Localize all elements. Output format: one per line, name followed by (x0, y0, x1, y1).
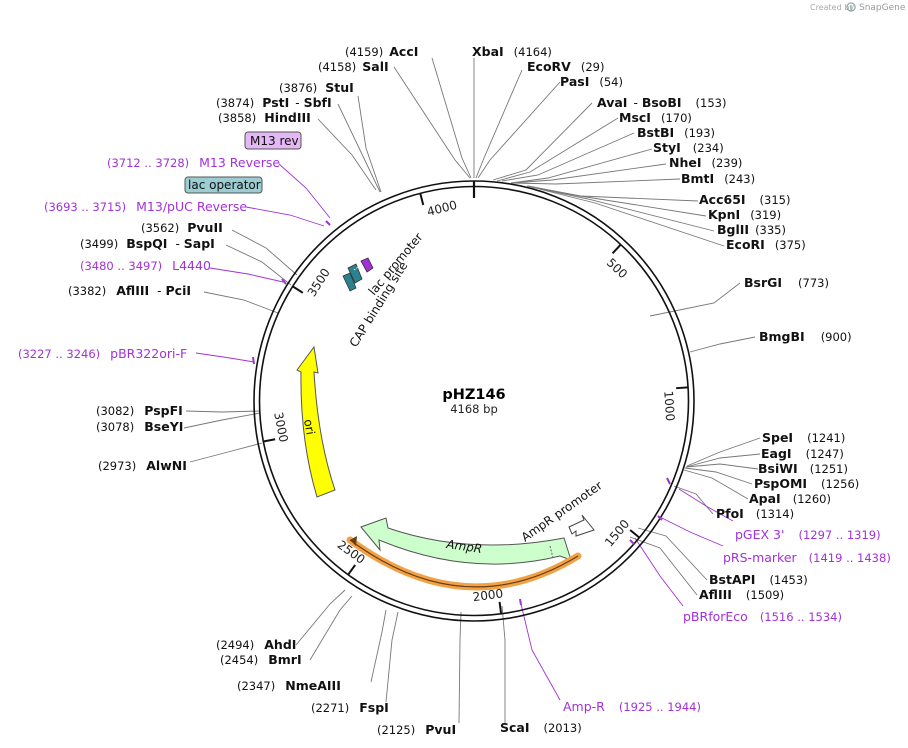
site-hindIII[interactable]: (3858)HindIII (218, 110, 311, 125)
ruler-label-4000: 4000 (425, 198, 458, 219)
site-bglII[interactable]: BglII(335) (717, 222, 786, 237)
snapgene-logo-icon (846, 2, 856, 12)
ampr-label: AmpR (445, 537, 483, 556)
primer-pbrforeco[interactable]: pBRforEco(1516 .. 1534) (683, 609, 842, 624)
site-mscI[interactable]: MscI(170) (619, 110, 692, 125)
ori-label: ori (301, 418, 317, 436)
ruler-tick-2500 (347, 564, 356, 576)
site-kpnI[interactable]: KpnI(319) (708, 207, 781, 222)
site-ahdI[interactable]: (2494)AhdI (216, 637, 296, 652)
ampr-promoter-label: AmpR promoter (519, 478, 605, 544)
site-aflIII-pciI[interactable]: (3382)AflIII-PciI (68, 283, 191, 298)
plasmid-name: pHZ146 (442, 387, 505, 403)
ruler-label-3500: 3500 (305, 266, 333, 299)
site-bstAPI[interactable]: BstAPI(1453) (709, 572, 808, 587)
ruler-label-3000: 3000 (271, 411, 291, 444)
ruler-tick-3000 (263, 438, 276, 443)
site-pvuI[interactable]: (2125)PvuI (377, 722, 456, 737)
site-pfoI[interactable]: PfoI(1314) (716, 506, 794, 521)
site-bstBI[interactable]: BstBI(193) (637, 125, 715, 140)
lac-operator-box[interactable]: lac operator (184, 176, 263, 194)
ori-feature-arrow[interactable] (296, 345, 336, 498)
ruler-label-1000: 1000 (661, 390, 677, 421)
ruler-tick-3500 (292, 285, 304, 294)
site-fspI[interactable]: (2271)FspI (311, 700, 389, 715)
site-speI[interactable]: SpeI(1241) (762, 430, 845, 445)
primer-pbr322ori-f[interactable]: (3227 .. 3246)pBR322ori-F (18, 346, 187, 361)
site-ecoRI[interactable]: EcoRI(375) (726, 237, 806, 252)
ampr-promoter-arrow[interactable] (568, 514, 595, 537)
site-bsrGI[interactable]: BsrGI(773) (744, 275, 829, 290)
primer-l4440[interactable]: (3480 .. 3497)L4440 (80, 258, 211, 273)
site-pvuII[interactable]: (3562)PvuII (141, 220, 223, 235)
site-pspOMI[interactable]: PspOMI(1256) (754, 476, 859, 491)
credit-prefix: Created by (810, 3, 854, 12)
site-pspFI[interactable]: (3082)PspFI (96, 403, 183, 418)
site-bseYI[interactable]: (3078)BseYI (96, 419, 183, 434)
ruler-label-500: 500 (604, 255, 630, 281)
site-acc65I[interactable]: Acc65I(315) (699, 192, 790, 207)
site-accI[interactable]: (4159)AccI (345, 44, 418, 59)
site-eagI[interactable]: EagI(1247) (761, 446, 844, 461)
site-pasI[interactable]: PasI(54) (560, 74, 623, 89)
primer-m13-reverse[interactable]: (3712 .. 3728)M13 Reverse (107, 155, 280, 170)
primer-markers (252, 220, 671, 606)
site-nmeAIII[interactable]: (2347)NmeAIII (237, 678, 341, 693)
leader-lines (183, 57, 761, 724)
site-bspQI-sapI[interactable]: (3499)BspQI-SapI (80, 236, 215, 251)
ruler-tick-1000 (676, 386, 689, 390)
lac-promoter-feature[interactable] (342, 257, 374, 292)
primer-amp-r[interactable]: Amp-R(1925 .. 1944) (563, 699, 701, 714)
m13-rev-label: M13 rev (250, 134, 299, 148)
site-bsiWI[interactable]: BsiWI(1251) (758, 461, 848, 476)
primer-m13-puc-reverse[interactable]: (3693 .. 3715)M13/pUC Reverse (44, 199, 247, 214)
m13-rev-box[interactable]: M13 rev (244, 131, 302, 150)
ruler-label-1500: 1500 (602, 517, 632, 549)
ruler-tick-500 (611, 243, 622, 255)
site-styI[interactable]: StyI(234) (653, 140, 724, 155)
site-xbaI[interactable]: XbaI(4164) (472, 44, 552, 59)
site-stuI[interactable]: (3876)StuI (279, 80, 354, 95)
site-salI[interactable]: (4158)SalI (318, 59, 389, 74)
site-ecoRV[interactable]: EcoRV(29) (527, 59, 604, 74)
site-bmtI[interactable]: BmtI(243) (681, 171, 755, 186)
ruler-tick-2000 (498, 601, 503, 614)
primer-pgex3[interactable]: pGEX 3'(1297 .. 1319) (735, 527, 881, 542)
ruler-tick-4000 (419, 193, 425, 206)
site-pstI-sbfI[interactable]: (3874)PstI-SbfI (216, 95, 332, 110)
site-bmrI[interactable]: (2454)BmrI (220, 652, 302, 667)
primer-prs-marker[interactable]: pRS-marker(1419 .. 1438) (723, 550, 891, 565)
plasmid-length: 4168 bp (450, 402, 498, 416)
ruler-label-2000: 2000 (472, 586, 504, 604)
site-scaI[interactable]: ScaI(2013) (500, 720, 582, 735)
site-bmgBI[interactable]: BmgBI(900) (759, 329, 852, 344)
site-alwNI[interactable]: (2973)AlwNI (98, 458, 187, 473)
primer-leader-lines (195, 163, 734, 701)
site-nheI[interactable]: NheI(239) (669, 155, 742, 170)
site-aflIII-right[interactable]: AflIII(1509) (699, 587, 784, 602)
lac-operator-label: lac operator (188, 178, 261, 192)
credit-brand: SnapGene (859, 3, 906, 13)
ruler-tick-1500 (629, 529, 641, 539)
site-avaI-bsoBI[interactable]: AvaI-BsoBI(153) (597, 95, 726, 110)
site-apaI[interactable]: ApaI(1260) (749, 491, 831, 506)
